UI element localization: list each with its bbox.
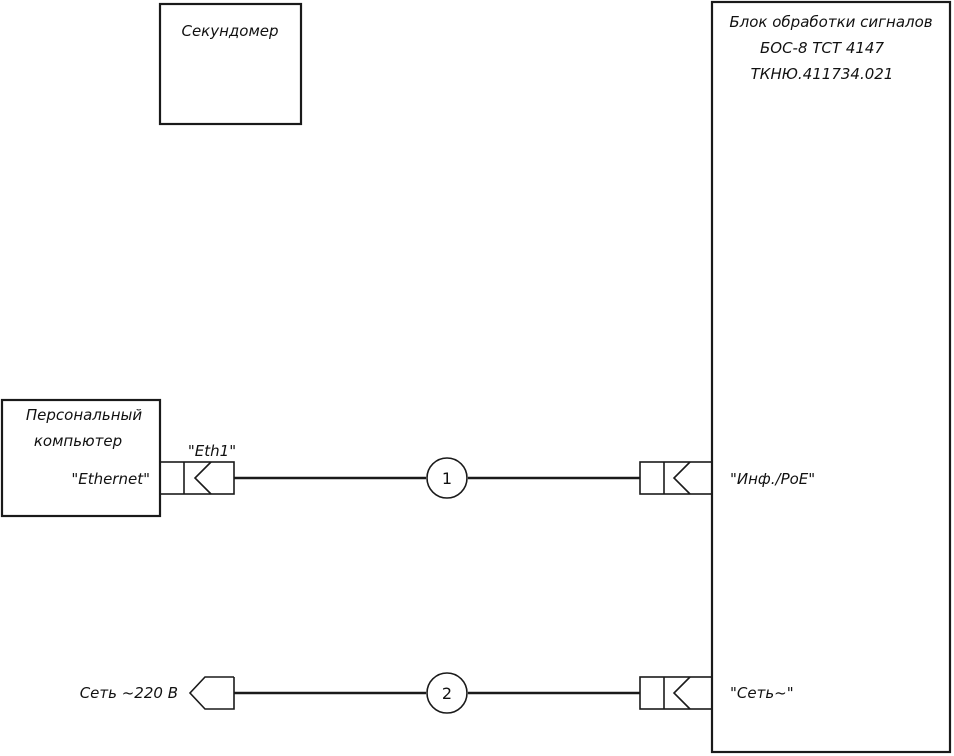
mains-plug (188, 676, 235, 710)
unit-info-poe-label: "Инф./PoE" (730, 470, 815, 488)
mains-source-label: Сеть ~220 В (80, 684, 178, 702)
link-1-number: 1 (442, 469, 452, 488)
link-2-number: 2 (442, 684, 452, 703)
link-1-marker (426, 457, 468, 499)
link-2: 2 (234, 672, 640, 714)
stopwatch-block: Секундомер (158, 2, 303, 126)
signal-unit-model: БОС-8 ТСТ 4147 (760, 39, 884, 57)
unit-mains-connector (639, 676, 713, 710)
eth1-label: "Eth1" (188, 442, 236, 460)
stopwatch-label: Секундомер (181, 22, 278, 40)
link-1: 1 (234, 457, 640, 499)
pc-label-line1: Персональный (26, 406, 143, 424)
pc-block: Персональный компьютер "Ethernet" (0, 398, 162, 518)
signal-unit-designation: ТКНЮ.411734.021 (751, 65, 894, 83)
pc-label-line2: компьютер (34, 432, 122, 450)
signal-unit-title: Блок обработки сигналов (729, 13, 932, 31)
unit-mains-label: "Сеть~" (730, 684, 794, 702)
link-2-marker (426, 672, 468, 714)
pc-ethernet-port-label: "Ethernet" (71, 470, 150, 488)
pc-connector (159, 461, 235, 495)
unit-info-connector (639, 461, 713, 495)
signal-unit-block: Блок обработки сигналов БОС-8 ТСТ 4147 Т… (710, 0, 952, 754)
